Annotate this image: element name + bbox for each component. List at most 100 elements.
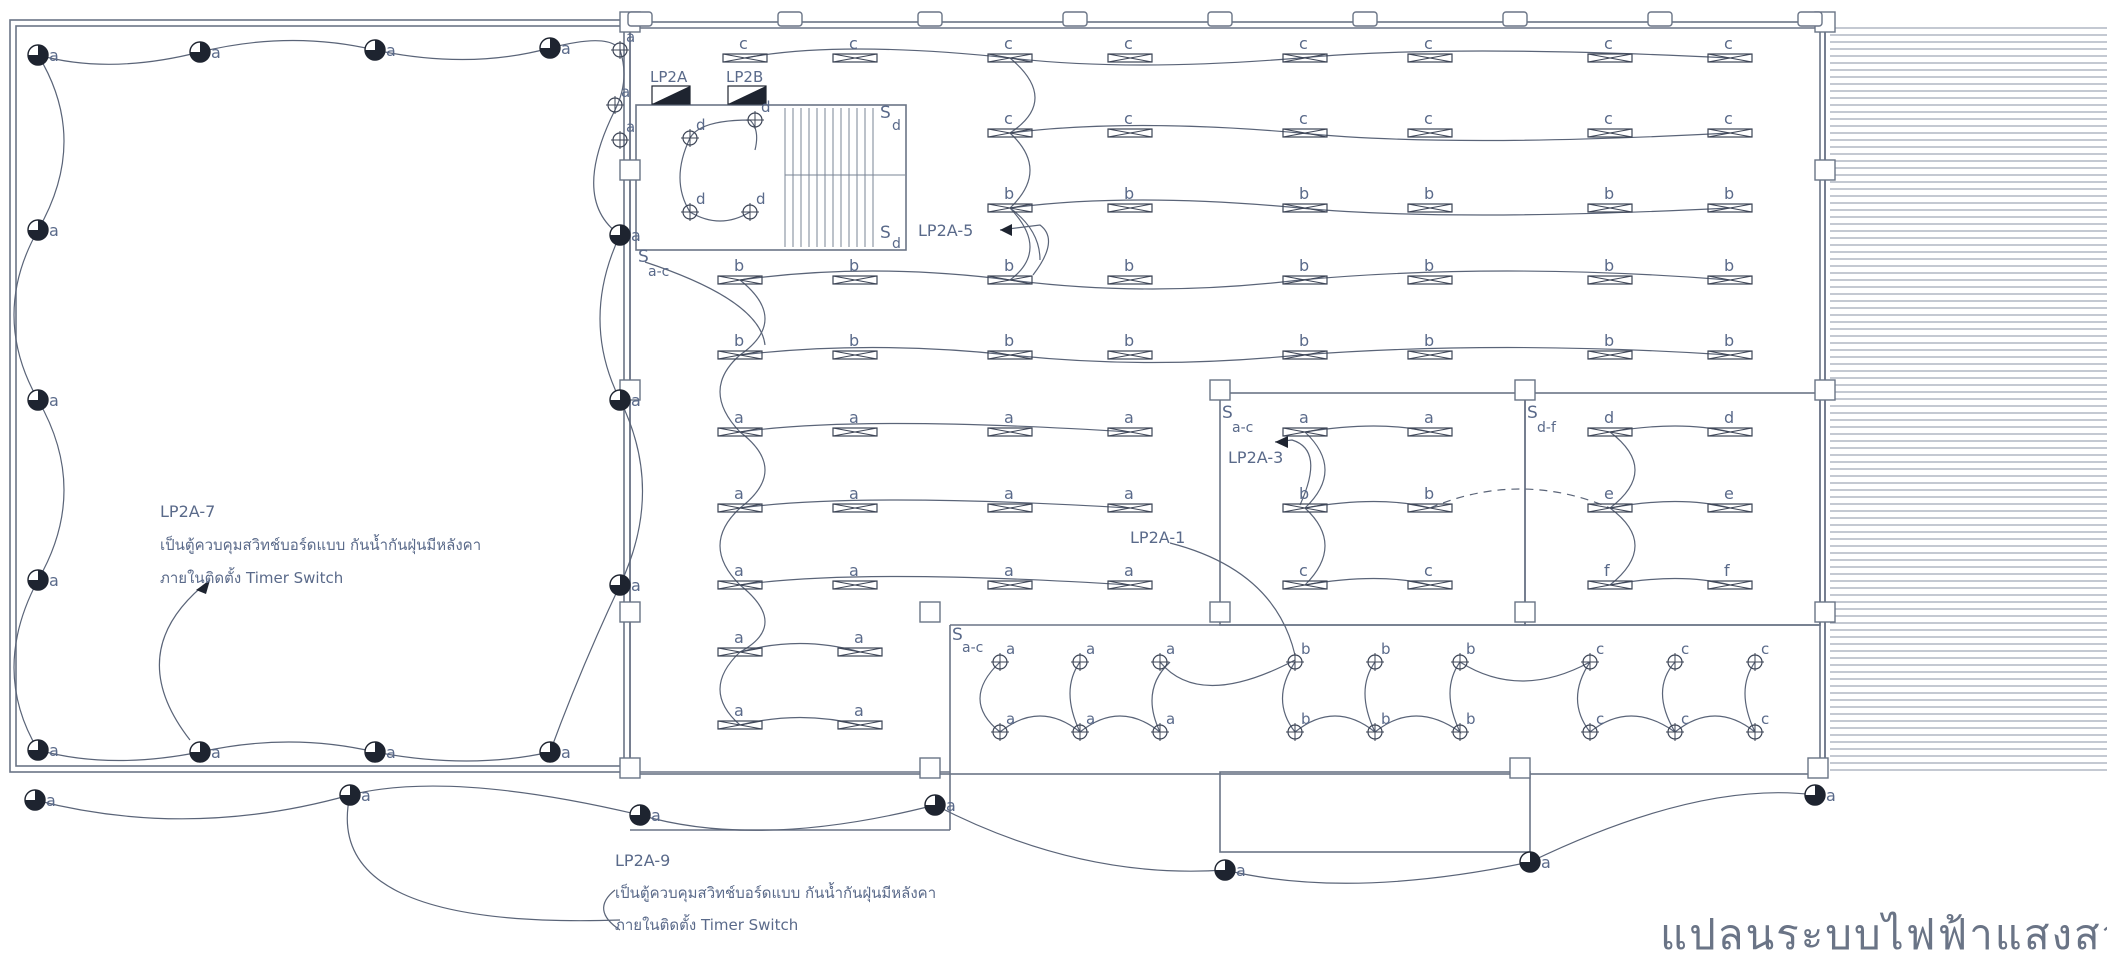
svg-text:S: S: [1527, 403, 1538, 423]
outdoor-light-a: a: [1214, 859, 1246, 881]
svg-text:a: a: [946, 796, 956, 815]
fixture-a: a: [832, 408, 878, 437]
fixture-a: a: [717, 628, 763, 657]
fixture-c: c: [1587, 34, 1633, 63]
svg-text:b: b: [1004, 184, 1014, 203]
fixture-c: c: [987, 109, 1033, 138]
svg-text:b: b: [1301, 640, 1311, 658]
svg-text:b: b: [849, 256, 859, 275]
fixture-a: a: [987, 484, 1033, 513]
fixture-e: e: [1707, 484, 1753, 513]
svg-text:c: c: [1604, 34, 1613, 53]
fixture-c: c: [1407, 109, 1453, 138]
svg-text:a: a: [1166, 710, 1175, 728]
fixture-b: b: [832, 256, 878, 285]
svg-text:c: c: [1424, 561, 1433, 580]
hatched-deck: [1830, 27, 2107, 771]
svg-text:b: b: [1424, 484, 1434, 503]
circuit-label-lp2a-1: LP2A-1: [1130, 528, 1185, 547]
svg-text:a: a: [561, 39, 571, 58]
svg-text:d: d: [1724, 408, 1734, 427]
fixture-c: c: [722, 34, 768, 63]
svg-text:a: a: [1299, 408, 1309, 427]
wall-light-b: b: [1366, 640, 1391, 671]
outdoor-light-a: a: [27, 739, 59, 761]
svg-text:a: a: [631, 576, 641, 595]
svg-text:S: S: [880, 103, 891, 123]
svg-text:b: b: [734, 331, 744, 350]
svg-text:b: b: [1466, 640, 1476, 658]
wall-light-b: b: [1366, 710, 1391, 741]
svg-text:c: c: [1761, 640, 1769, 658]
switch-d-stair-bottom: S d: [880, 223, 901, 252]
fixture-b: b: [1282, 184, 1328, 213]
svg-text:b: b: [1299, 184, 1309, 203]
fixture-c: c: [1282, 561, 1328, 590]
svg-text:c: c: [1681, 710, 1689, 728]
wall-light-a: a: [1151, 640, 1175, 671]
wall-light-a: a: [991, 710, 1015, 741]
fixture-c: c: [1282, 34, 1328, 63]
svg-text:c: c: [1761, 710, 1769, 728]
svg-text:b: b: [1424, 184, 1434, 203]
svg-text:a: a: [626, 118, 635, 136]
svg-text:c: c: [1596, 710, 1604, 728]
panel-lp2a: LP2A: [650, 68, 691, 105]
top-windows: [627, 11, 1823, 27]
fixture-c: c: [987, 34, 1033, 63]
wall-light-d: d: [681, 190, 706, 221]
panel-label-lp2b: LP2B: [726, 68, 763, 86]
svg-text:a: a: [626, 28, 635, 46]
outdoor-light-a: a: [27, 219, 59, 241]
svg-text:a: a: [1236, 861, 1246, 880]
outdoor-light-a: a: [1804, 784, 1836, 806]
outdoor-light-a: a: [609, 574, 641, 596]
fixture-b: b: [987, 256, 1033, 285]
fixture-a: a: [1107, 408, 1153, 437]
svg-text:c: c: [1604, 109, 1613, 128]
svg-text:e: e: [1604, 484, 1614, 503]
svg-text:a: a: [1541, 853, 1551, 872]
outdoor-light-a: a: [189, 741, 221, 763]
svg-text:b: b: [1299, 256, 1309, 275]
svg-text:a: a: [1004, 561, 1014, 580]
svg-text:a: a: [46, 791, 56, 810]
svg-text:c: c: [1124, 34, 1133, 53]
svg-text:a: a: [734, 701, 744, 720]
svg-text:c: c: [1299, 34, 1308, 53]
fixture-c: c: [1107, 34, 1153, 63]
svg-text:a: a: [1124, 484, 1134, 503]
svg-text:a: a: [49, 571, 59, 590]
svg-text:a: a: [561, 743, 571, 762]
svg-text:a: a: [1124, 561, 1134, 580]
svg-text:c: c: [1299, 109, 1308, 128]
outdoor-light-a: a: [27, 44, 59, 66]
svg-text:d: d: [1604, 408, 1614, 427]
svg-text:d: d: [892, 236, 901, 252]
fixture-c: c: [1407, 34, 1453, 63]
svg-text:c: c: [1004, 34, 1013, 53]
circuit-label-lp2a-5: LP2A-5: [918, 221, 973, 240]
svg-text:a: a: [49, 221, 59, 240]
svg-text:a: a: [734, 408, 744, 427]
svg-text:f: f: [1604, 561, 1610, 580]
fixture-b: b: [1282, 484, 1328, 513]
fixture-b: b: [1707, 256, 1753, 285]
fixture-b: b: [1587, 256, 1633, 285]
wall-light-a: a: [1071, 710, 1095, 741]
fixture-c: c: [1707, 109, 1753, 138]
svg-text:a: a: [849, 561, 859, 580]
fixture-c: c: [1707, 34, 1753, 63]
svg-text:a: a: [361, 786, 371, 805]
svg-text:a: a: [386, 743, 396, 762]
wall-light-a: a: [611, 118, 635, 149]
svg-text:S: S: [1222, 403, 1233, 423]
svg-text:c: c: [1724, 34, 1733, 53]
outdoor-fixtures: a a a a a a a a a a a a a a a a a a a a a: [24, 37, 1836, 881]
svg-text:a: a: [49, 741, 59, 760]
svg-text:b: b: [1299, 331, 1309, 350]
wall-light-b: b: [1451, 640, 1476, 671]
fixture-c: c: [1407, 561, 1453, 590]
